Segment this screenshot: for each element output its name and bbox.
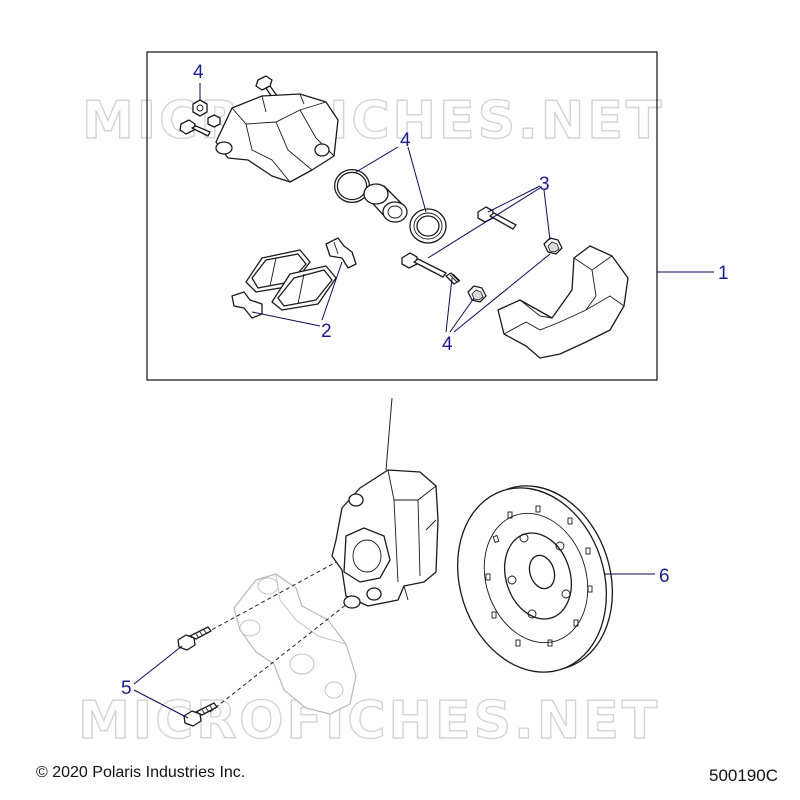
caliper-bracket bbox=[497, 245, 629, 359]
callout-2: 2 bbox=[321, 321, 332, 342]
bleeder-nut bbox=[192, 99, 208, 117]
callout-4-seal: 4 bbox=[400, 130, 411, 151]
steering-knuckle bbox=[233, 573, 357, 715]
copyright-text: © 2020 Polaris Industries Inc. bbox=[36, 764, 246, 781]
caliper-leader bbox=[385, 397, 393, 471]
leaders-lower bbox=[133, 573, 655, 719]
callout-4-top: 4 bbox=[193, 62, 204, 83]
pad-clip-upper bbox=[325, 237, 357, 269]
diagram-code: 500190C bbox=[708, 766, 778, 785]
mounting-bolt-upper bbox=[177, 626, 212, 651]
piston-dust-boot bbox=[409, 208, 447, 244]
callout-1: 1 bbox=[718, 263, 729, 284]
mounting-bolt-lower bbox=[183, 702, 218, 727]
brake-rotor bbox=[456, 485, 614, 673]
bleeder-screw bbox=[207, 114, 221, 128]
watermark-top: MICROFICHES.NET bbox=[82, 91, 664, 151]
pin-boot-right bbox=[543, 237, 563, 255]
brake-pad-rear bbox=[271, 265, 337, 311]
caliper-assembly bbox=[331, 469, 439, 609]
guide-pin-lower bbox=[401, 252, 447, 278]
leaders-kit bbox=[199, 83, 714, 333]
callout-6: 6 bbox=[659, 566, 670, 587]
caliper-housing bbox=[215, 93, 339, 183]
callout-4-boots: 4 bbox=[442, 334, 453, 355]
pin-boot-center bbox=[467, 285, 487, 303]
pad-clip-lower bbox=[231, 291, 263, 319]
pin-bushing bbox=[445, 272, 461, 285]
callout-3: 3 bbox=[539, 174, 550, 195]
align-line-lower bbox=[209, 599, 353, 713]
align-line-upper bbox=[205, 559, 341, 634]
watermark-bottom: MICROFICHES.NET bbox=[78, 691, 660, 751]
callout-5: 5 bbox=[121, 678, 132, 699]
caliper-bolt-left bbox=[179, 119, 211, 137]
caliper-kit-box bbox=[146, 51, 658, 381]
guide-pin-upper bbox=[477, 206, 517, 230]
caliper-piston bbox=[363, 183, 408, 223]
piston-seal-ring bbox=[334, 169, 370, 203]
